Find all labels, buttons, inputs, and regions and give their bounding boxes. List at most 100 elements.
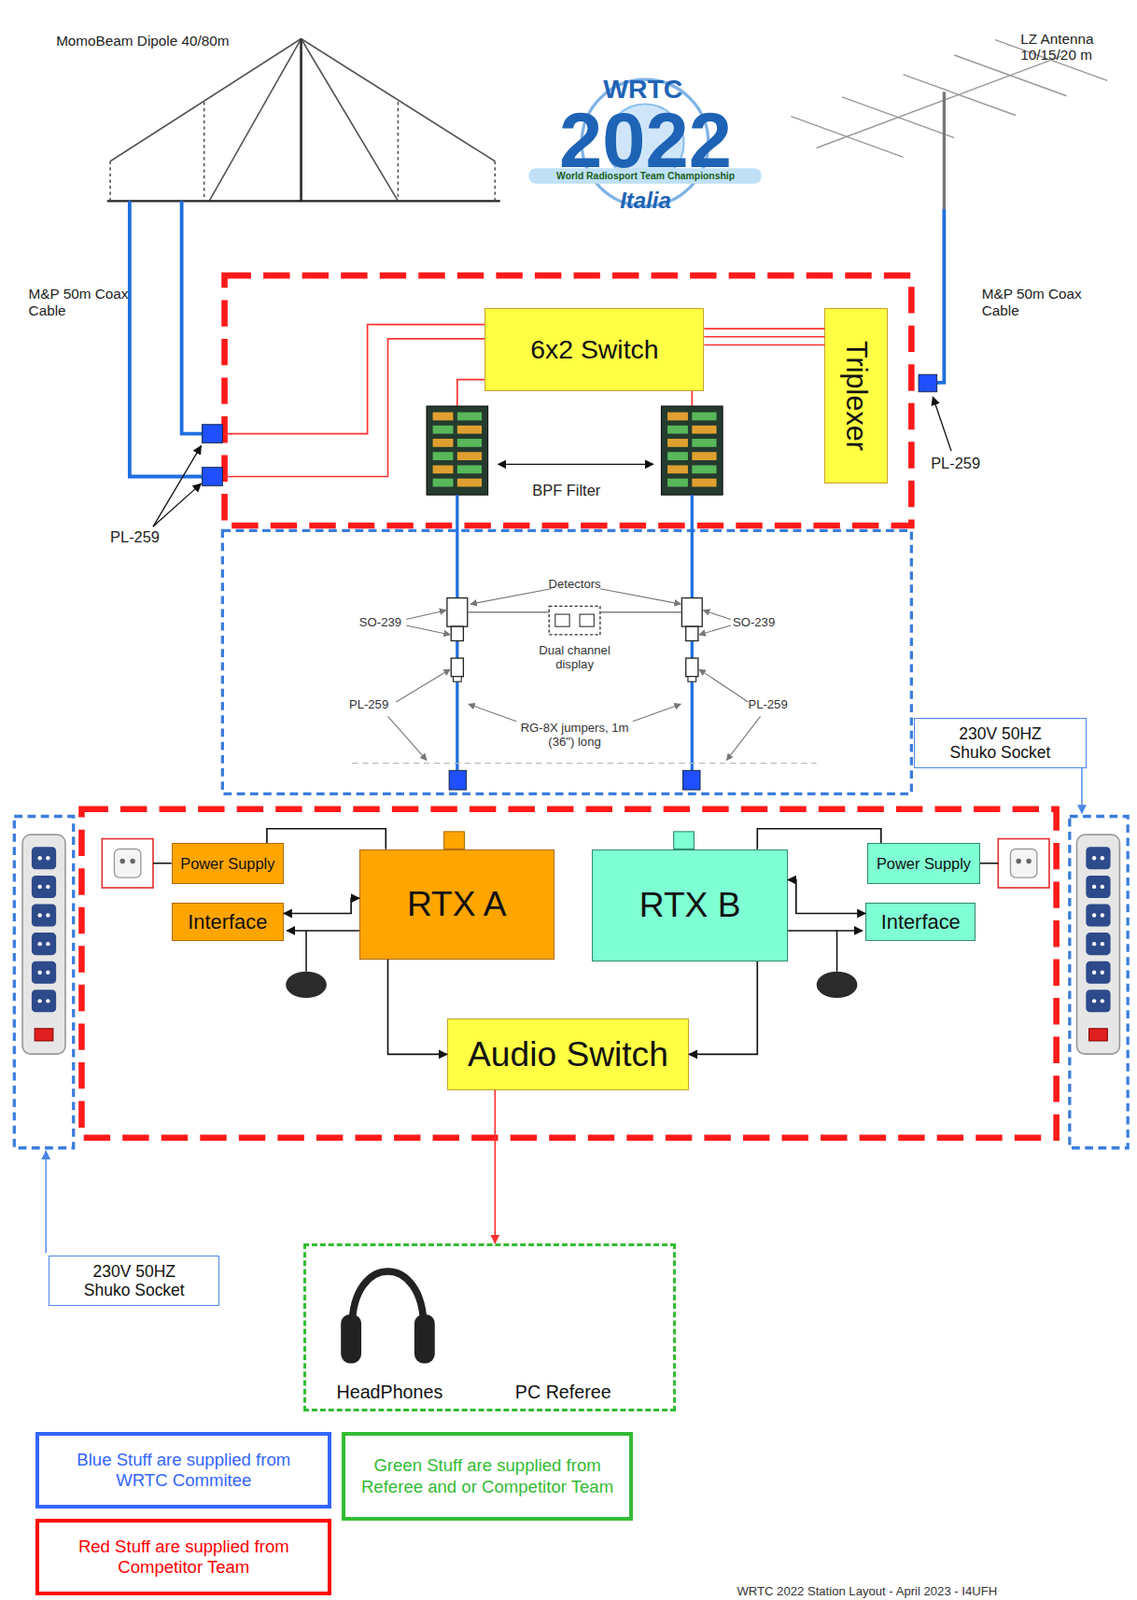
leader-line [395, 669, 450, 702]
triplexer-box: Triplexer [824, 308, 888, 484]
dipole-antenna [203, 101, 206, 201]
connector [703, 336, 825, 338]
dipole-antenna [397, 101, 400, 201]
microphone [837, 930, 863, 972]
callout-box: 230V 50HZ Shuko Socket [48, 1255, 220, 1307]
box-label: Audio Switch [467, 1034, 669, 1075]
leader-line [702, 610, 731, 620]
referee-area: HeadPhonesPC Referee [303, 1243, 676, 1412]
connector [266, 828, 386, 850]
connector-label: PL-259 [110, 528, 192, 547]
box-label: 230V 50HZ Shuko Socket [75, 1262, 193, 1300]
leader-line [387, 589, 760, 761]
box-label: 230V 50HZ Shuko Socket [940, 724, 1061, 762]
detector-symbol [447, 598, 468, 683]
committee-region [14, 530, 1128, 1148]
legend-swatch: Red Stuff are supplied from Competitor T… [35, 1518, 332, 1596]
headphones-icon [414, 1314, 436, 1363]
box-label: Power Supply [876, 855, 971, 873]
yagi-antenna [790, 116, 903, 158]
rf-wire [457, 379, 486, 407]
leader-line [699, 625, 731, 635]
rf-wire [690, 391, 693, 407]
headphones-icon [351, 1271, 424, 1327]
display-symbol [467, 605, 683, 635]
dipole-antenna [107, 39, 501, 202]
display-symbol [555, 614, 570, 627]
jumper-cable [457, 494, 692, 781]
leader-line [387, 715, 427, 760]
dipole-antenna [107, 199, 501, 202]
headphones-icon [340, 1314, 362, 1363]
callout-arrow [44, 1151, 46, 1253]
coax-cable [129, 200, 205, 477]
committee-region [222, 530, 912, 794]
dipole-antenna [299, 39, 303, 202]
leader-line [726, 715, 760, 760]
power-supply-box: Power Supply [171, 842, 284, 885]
legend-swatch: Blue Stuff are supplied from WRTC Commit… [35, 1431, 332, 1509]
committee-region [1069, 815, 1128, 1148]
committee-region [14, 815, 73, 1148]
pointer-arrow [498, 463, 654, 465]
connector [493, 1090, 496, 1244]
bandpass-filter [660, 406, 723, 495]
antenna-name: LZ Antenna 10/15/20 m [1020, 30, 1135, 64]
leader-line [406, 625, 450, 635]
area-caption: PC Referee [515, 1381, 612, 1404]
connector [787, 880, 866, 914]
pl259-connector [682, 770, 701, 790]
part-label: BPF Filter [500, 481, 633, 500]
part-label: Dual channel display [528, 643, 620, 672]
competitor-region [81, 275, 1056, 1138]
yagi-antenna [816, 56, 1062, 148]
pl259-connector [918, 374, 938, 393]
logo-text: WRTC [576, 73, 710, 105]
connector [388, 959, 448, 1055]
legend-swatch: Green Stuff are supplied from Referee an… [341, 1431, 633, 1521]
yagi-antenna [942, 91, 946, 210]
display-symbol [579, 614, 594, 627]
connector [283, 898, 360, 913]
power-supply-box: Power Supply [867, 842, 980, 885]
connector [757, 828, 882, 850]
power-strip [22, 834, 66, 1054]
rig-knob [444, 831, 465, 850]
bandpass-filter [426, 406, 489, 495]
interface-box: Interface [171, 902, 284, 942]
connector-label: SO-239 [732, 615, 805, 630]
leader-line [468, 703, 517, 722]
microphone [787, 929, 837, 932]
coax-cable [182, 200, 205, 434]
transceiver-box: RTX A [359, 849, 555, 960]
cable-label: M&P 50m Coax Cable [982, 285, 1095, 319]
power-wire [153, 862, 172, 865]
connector [703, 344, 825, 347]
pointer-arrow [153, 483, 201, 527]
logo-text: Italia [581, 187, 710, 214]
audio-switch-box: Audio Switch [447, 1018, 689, 1091]
dipole-antenna [110, 39, 301, 162]
transceiver-box: RTX B [591, 849, 788, 962]
competitor-region [81, 809, 1056, 1138]
rig-knob [673, 831, 695, 850]
pl259-connector [201, 424, 223, 444]
dipole-antenna [493, 161, 496, 202]
pl259-connector [201, 467, 223, 487]
rig-knob [444, 831, 695, 850]
connector [703, 327, 825, 330]
connector [688, 961, 758, 1055]
box-label: Power Supply [180, 855, 275, 873]
callout-arrow [45, 768, 1082, 1253]
detector-symbol [681, 598, 702, 683]
box-label: RTX B [639, 884, 742, 926]
logo-text: 2022 [531, 101, 761, 180]
leader-line [406, 610, 447, 620]
leader-line [470, 589, 551, 604]
antenna-name: MomoBeam Dipole 40/80m [56, 32, 322, 50]
leader-line [699, 669, 748, 702]
plug-adapter [101, 839, 154, 888]
pointer-arrow [153, 446, 201, 527]
connector-label: SO-239 [359, 615, 432, 630]
